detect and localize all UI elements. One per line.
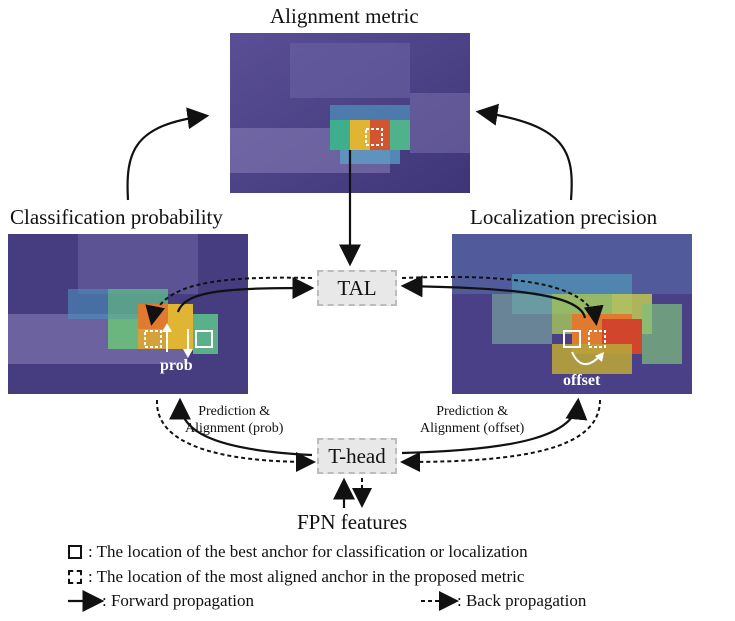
thead-to-localization-forward <box>401 397 588 455</box>
legend-dashed-box: : The location of the most aligned ancho… <box>68 567 524 587</box>
tal-to-localization-back <box>401 275 604 326</box>
classification-to-thead-back <box>155 399 316 472</box>
localization-to-thead-back <box>400 399 601 472</box>
right-edge-label-line2: Alignment (offset) <box>420 421 525 436</box>
right-edge-label-line1: Prediction & <box>436 404 509 419</box>
localization-to-tal-forward <box>400 275 587 319</box>
thead-box: T-head <box>317 438 397 474</box>
localization-title: Localization precision <box>470 205 658 229</box>
prob-label: prob <box>160 357 193 374</box>
classification-to-alignment-arrow <box>126 107 210 201</box>
right-edge-label: Prediction & Alignment (offset) <box>420 403 524 437</box>
classification-title: Classification probability <box>10 205 223 229</box>
aligned-anchor-marker <box>365 128 383 146</box>
legend-solid-box-text: : The location of the best anchor for cl… <box>88 542 528 561</box>
classification-heatmap-image <box>8 234 248 394</box>
fpn-features-label: FPN features <box>297 510 408 534</box>
legend-solid-box: : The location of the best anchor for cl… <box>68 542 528 562</box>
legend-back-text: : Back propagation <box>457 591 587 610</box>
legend-dashed-box-text: : The location of the most aligned ancho… <box>88 567 525 586</box>
legend-forward-text: : Forward propagation <box>102 591 255 610</box>
thead-to-classification-forward <box>169 397 313 457</box>
alignment-metric-title: Alignment metric <box>270 4 419 28</box>
classification-to-tal-forward <box>176 277 315 313</box>
offset-label: offset <box>563 372 601 389</box>
left-edge-label-line1: Prediction & <box>198 404 271 419</box>
localization-to-alignment-arrow <box>475 103 573 201</box>
dashed-box-icon <box>68 570 82 584</box>
tal-to-classification-back <box>145 276 313 326</box>
left-edge-label-line2: Alignment (prob) <box>185 421 284 436</box>
tal-box: TAL <box>317 270 397 306</box>
left-edge-label: Prediction & Alignment (prob) <box>185 403 283 437</box>
solid-box-icon <box>68 545 82 559</box>
